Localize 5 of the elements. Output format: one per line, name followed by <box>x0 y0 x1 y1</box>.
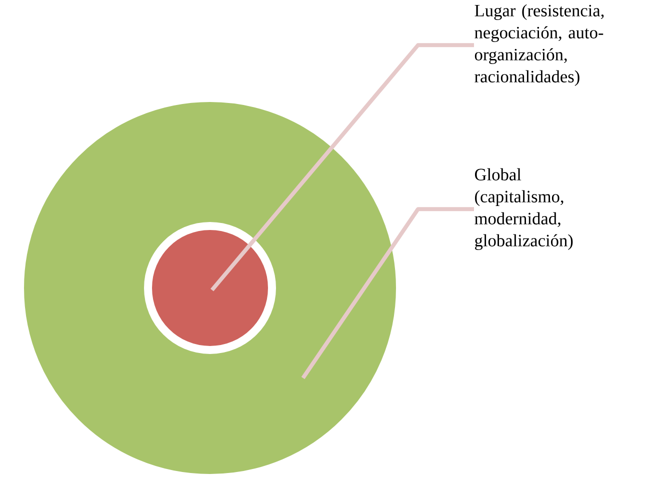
leader-line <box>210 43 474 292</box>
callout-text: Lugar (resistencia, negociación, auto-organización, racionalidades) <box>474 4 604 86</box>
callout-text: Global (capitalismo, modernidad, globalización) <box>474 168 573 250</box>
leader-line <box>301 207 474 380</box>
inner-circle <box>144 222 276 354</box>
